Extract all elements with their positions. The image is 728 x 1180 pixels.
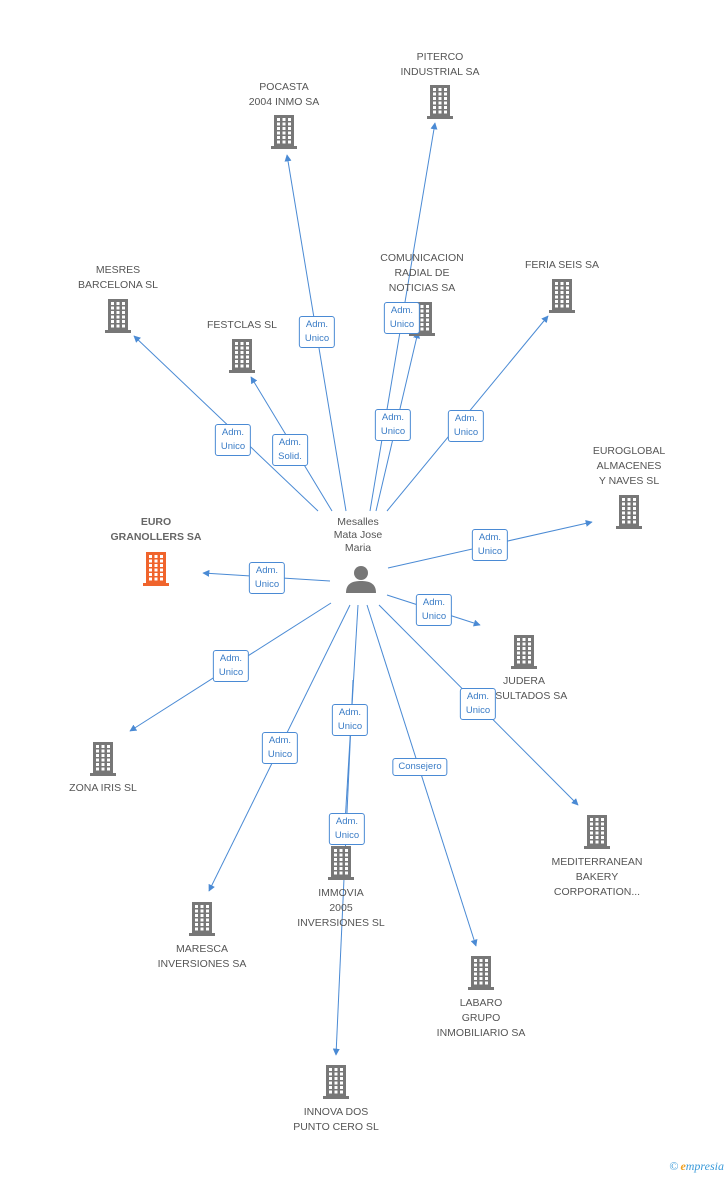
company-name[interactable]: FESTCLAS SL: [206, 319, 278, 331]
brand-initial: e: [680, 1159, 686, 1173]
building-icon: [90, 742, 116, 776]
relation-label-feria[interactable]: Adm. Unico: [447, 410, 485, 442]
relation-label-zona[interactable]: Adm. Unico: [212, 650, 250, 682]
person-name[interactable]: Mesalles Mata Jose Maria: [333, 516, 383, 554]
relation-label-pocasta[interactable]: Adm. Unico: [298, 316, 336, 348]
building-icon: [584, 815, 610, 849]
company-name[interactable]: INNOVA DOS PUNTO CERO SL: [293, 1106, 379, 1133]
building-icon: [549, 279, 575, 313]
relation-label-mediterranean[interactable]: Adm. Unico: [459, 688, 497, 720]
relation-label-immovia[interactable]: Adm. Unico: [331, 704, 369, 736]
relation-label-euro[interactable]: Adm. Unico: [248, 562, 286, 594]
company-name[interactable]: MESRES BARCELONA SL: [78, 264, 158, 291]
relation-label-piterco[interactable]: Adm. Unico: [374, 409, 412, 441]
person-icon[interactable]: [341, 561, 381, 601]
company-name[interactable]: POCASTA 2004 INMO SA: [248, 81, 320, 108]
building-icon: [271, 115, 297, 149]
building-icon: [323, 1065, 349, 1099]
building-icon: [427, 85, 453, 119]
company-name[interactable]: EUROGLOBAL ALMACENES Y NAVES SL: [592, 445, 666, 487]
building-icon: [105, 299, 131, 333]
building-icon: [616, 495, 642, 529]
company-name[interactable]: JUDERA RESULTADOS SA: [480, 675, 568, 702]
company-name[interactable]: MEDITERRANEAN BAKERY CORPORATION...: [551, 856, 643, 898]
relation-label-judera[interactable]: Adm. Unico: [415, 594, 453, 626]
copyright-symbol: ©: [669, 1159, 679, 1173]
company-name[interactable]: PITERCO INDUSTRIAL SA: [400, 51, 480, 78]
brand-name: mpresia: [685, 1159, 724, 1173]
company-name[interactable]: COMUNICACION RADIAL DE NOTICIAS SA: [380, 252, 464, 294]
relation-label-maresca[interactable]: Adm. Unico: [261, 732, 299, 764]
building-icon: [511, 635, 537, 669]
relation-label-festclas[interactable]: Adm. Solid.: [272, 434, 308, 466]
company-name[interactable]: FERIA SEIS SA: [524, 259, 600, 271]
relation-label-comunicacion[interactable]: Adm. Unico: [383, 302, 421, 334]
company-name[interactable]: IMMOVIA 2005 INVERSIONES SL: [297, 887, 385, 929]
building-icon: [189, 902, 215, 936]
building-icon: [468, 956, 494, 990]
company-name[interactable]: ZONA IRIS SL: [69, 782, 137, 794]
relation-label-euroglobal[interactable]: Adm. Unico: [471, 529, 509, 561]
building-icon: [143, 552, 169, 586]
company-name[interactable]: EURO GRANOLLERS SA: [110, 516, 202, 543]
empresia-watermark: ©empresia: [669, 1159, 724, 1174]
building-icon: [328, 846, 354, 880]
building-icon: [229, 339, 255, 373]
company-name[interactable]: MARESCA INVERSIONES SA: [157, 943, 247, 970]
edge-mesres: [133, 335, 319, 512]
relation-label-mesres[interactable]: Adm. Unico: [214, 424, 252, 456]
relation-label-innova[interactable]: Adm. Unico: [328, 813, 366, 845]
relation-label-labaro[interactable]: Consejero: [392, 758, 448, 776]
company-name[interactable]: LABARO GRUPO INMOBILIARIO SA: [436, 997, 526, 1039]
